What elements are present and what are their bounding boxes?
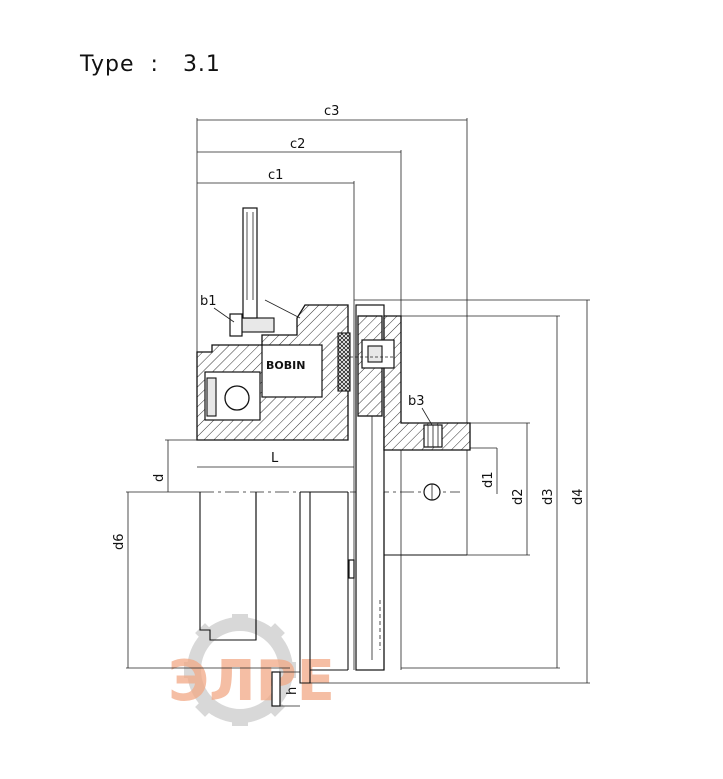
type-label: Type xyxy=(80,52,135,77)
type-value: 3.1 xyxy=(182,52,221,77)
bobin-label: BOBIN xyxy=(266,359,305,372)
dim-h-label: h xyxy=(285,687,300,695)
h-key-detail xyxy=(271,671,281,707)
dim-c2-label: c2 xyxy=(290,137,305,152)
bearing-ring xyxy=(206,377,217,417)
watermark-logo: ЭЛРЕ xyxy=(168,614,335,726)
dim-b3-label: b3 xyxy=(408,394,425,409)
type-separator: : xyxy=(150,52,159,77)
lower-body-outline xyxy=(299,492,311,684)
dim-b1-label: b1 xyxy=(200,294,217,309)
dim-d1-label: d1 xyxy=(481,471,496,488)
dim-d3-label: d3 xyxy=(541,488,556,505)
dim-c1-label: c1 xyxy=(268,168,283,183)
type-heading: Type : 3.1 xyxy=(80,52,221,77)
b1-screw-head xyxy=(229,313,243,337)
bearing-ball xyxy=(224,385,250,411)
dim-d-label: d xyxy=(152,474,167,482)
dim-d2-label: d2 xyxy=(511,488,526,505)
dim-L-label: L xyxy=(271,451,279,466)
dim-d6-label: d6 xyxy=(112,533,127,550)
hub-flange xyxy=(383,315,471,451)
watermark-text: ЭЛРЕ xyxy=(168,649,335,714)
friction-lining xyxy=(337,332,351,392)
coil-block xyxy=(261,344,323,398)
terminal-bolt xyxy=(242,207,258,319)
gear-icon xyxy=(184,614,296,726)
dim-c3-label: c3 xyxy=(324,104,339,119)
lower-key xyxy=(348,559,355,579)
dim-d4-label: d4 xyxy=(571,488,586,505)
armature-screw-head xyxy=(367,345,383,363)
